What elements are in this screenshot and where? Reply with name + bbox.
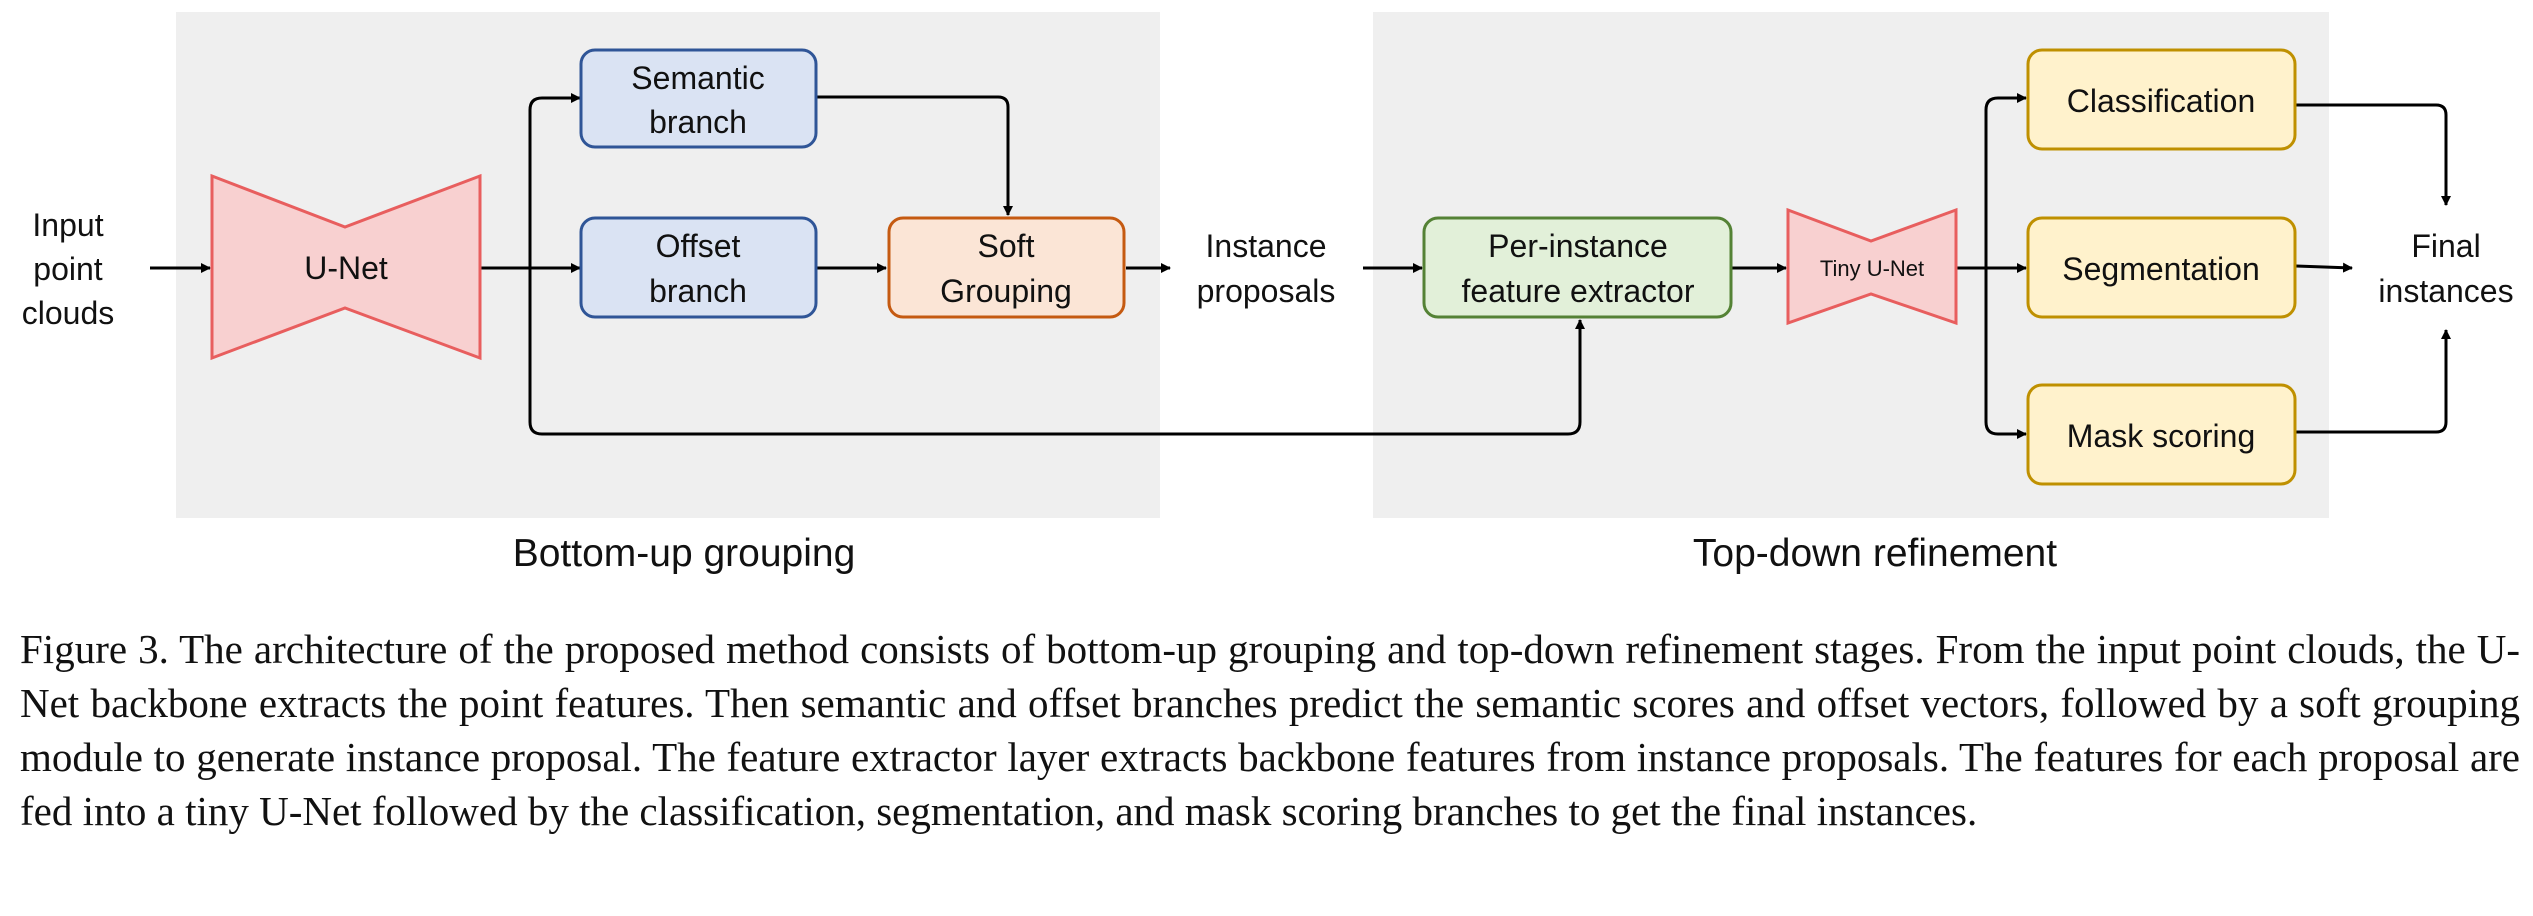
segmentation-box: Segmentation xyxy=(2026,216,2297,319)
input-line-1: Input xyxy=(32,207,103,243)
instance-proposals-line-1: Instance xyxy=(1206,228,1327,264)
top-down-stage-label: Top-down refinement xyxy=(1693,532,2057,575)
input-line-3: clouds xyxy=(22,295,115,331)
instance-proposals-line-2: proposals xyxy=(1197,273,1336,309)
final-instances-line-1: Final xyxy=(2411,228,2480,264)
semantic-branch-line-1: Semantic xyxy=(631,60,764,96)
figure-caption: Figure 3. The architecture of the propos… xyxy=(20,626,2520,834)
offset-branch-box: Offset branch xyxy=(579,216,818,319)
architecture-diagram: Input point clouds U-Net Semantic branch… xyxy=(22,12,2514,575)
unet-block: U-Net xyxy=(210,173,482,361)
mask-scoring-label: Mask scoring xyxy=(2067,418,2256,454)
unet-label: U-Net xyxy=(304,250,388,286)
instance-proposals-label: Instance proposals xyxy=(1197,228,1336,309)
segmentation-label: Segmentation xyxy=(2062,251,2259,287)
bottom-up-stage-label: Bottom-up grouping xyxy=(513,532,856,575)
tiny-unet-block: Tiny U-Net xyxy=(1786,207,1958,326)
offset-branch-line-1: Offset xyxy=(656,228,741,264)
tiny-unet-label: Tiny U-Net xyxy=(1820,256,1924,281)
feature-extractor-line-1: Per-instance xyxy=(1488,228,1668,264)
classification-label: Classification xyxy=(2067,83,2256,119)
connector-arrows xyxy=(150,93,2451,439)
semantic-branch-line-2: branch xyxy=(649,104,747,140)
final-instances-line-2: instances xyxy=(2378,273,2513,309)
semantic-branch-box: Semantic branch xyxy=(579,48,818,149)
classification-box: Classification xyxy=(2026,48,2297,151)
mask-scoring-box: Mask scoring xyxy=(2026,383,2297,486)
soft-grouping-line-2: Grouping xyxy=(940,273,1072,309)
soft-grouping-box: Soft Grouping xyxy=(887,216,1126,319)
feature-extractor-box: Per-instance feature extractor xyxy=(1422,216,1733,319)
input-line-2: point xyxy=(33,251,103,287)
soft-grouping-line-1: Soft xyxy=(978,228,1035,264)
offset-branch-line-2: branch xyxy=(649,273,747,309)
feature-extractor-line-2: feature extractor xyxy=(1462,273,1695,309)
input-point-clouds-label: Input point clouds xyxy=(22,207,115,331)
final-instances-label: Final instances xyxy=(2378,228,2513,309)
